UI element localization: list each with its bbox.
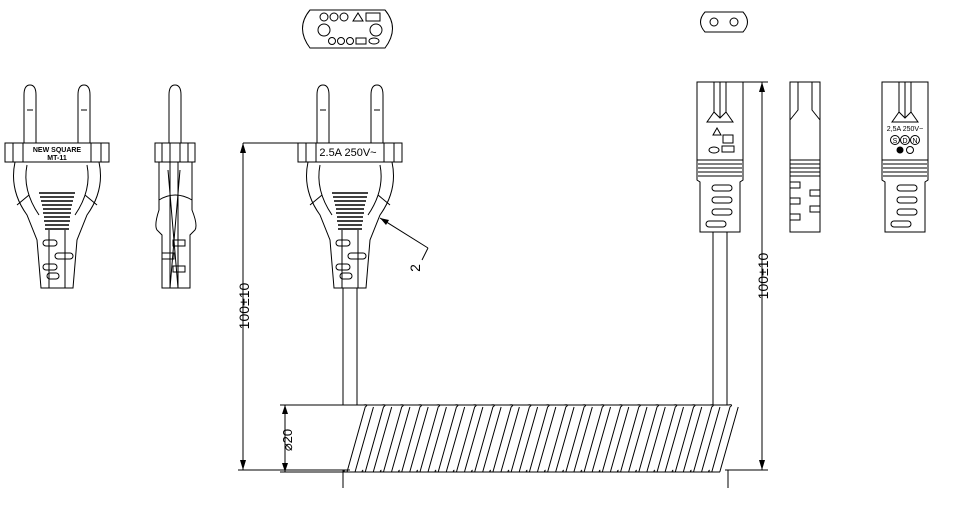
part-callout: 2: [379, 217, 429, 272]
coil-loop: [489, 404, 520, 473]
coil-loop: [671, 404, 703, 473]
right-length-value: 100±10: [755, 252, 771, 299]
plug-rating-label: 2.5A 250V~: [319, 147, 376, 159]
connector-side-view: [789, 81, 821, 233]
coil-loop: [507, 404, 539, 473]
plug-side-view: [154, 84, 197, 289]
coil-loop: [379, 404, 411, 473]
plug-rated-view: 2.5A 250V~: [297, 84, 403, 405]
coil-loop: [689, 404, 721, 473]
coil-loop: [416, 404, 447, 473]
connector-front-view: [696, 81, 744, 405]
coil-loop: [343, 404, 374, 473]
coil-loop: [562, 404, 593, 473]
coiled-cable: [343, 404, 739, 473]
left-length-value: 100±10: [236, 282, 252, 329]
coil-loop: [543, 404, 575, 473]
coil-loop: [616, 404, 648, 473]
coil-diameter-dimension: ⌀20: [280, 404, 729, 488]
mark-s: S: [893, 138, 898, 145]
left-length-dimension: 100±10: [236, 142, 350, 471]
connector-rated-view: 2,5A 250V~ S D N: [881, 81, 929, 233]
coil-loop: [653, 404, 684, 473]
coil-loop: [580, 404, 612, 473]
coil-loop: [361, 404, 393, 473]
coil-outline: [345, 404, 728, 473]
coil-loop: [708, 404, 739, 473]
connector-rating-label: 2,5A 250V~: [887, 126, 923, 133]
connector-face-view: [700, 11, 748, 33]
coil-loop: [434, 404, 466, 473]
coil-loop: [452, 404, 484, 473]
right-length-dimension: 100±10: [725, 81, 771, 471]
mark-n: N: [912, 138, 917, 145]
plug-face-view: [302, 9, 393, 49]
coil-loop: [471, 404, 502, 473]
part-callout-number: 2: [407, 264, 423, 272]
coil-loop: [598, 404, 630, 473]
plug-model-label: MT-11: [47, 155, 67, 162]
coil-loop: [398, 404, 429, 473]
coil-loop: [635, 404, 666, 473]
plug-brand-label: NEW SQUARE: [33, 147, 82, 154]
plug-front-view: NEW SQUARE MT-11: [4, 84, 110, 289]
coil-loop: [525, 404, 557, 473]
mark-d: D: [902, 138, 907, 145]
coil-diameter-value: ⌀20: [280, 429, 295, 451]
